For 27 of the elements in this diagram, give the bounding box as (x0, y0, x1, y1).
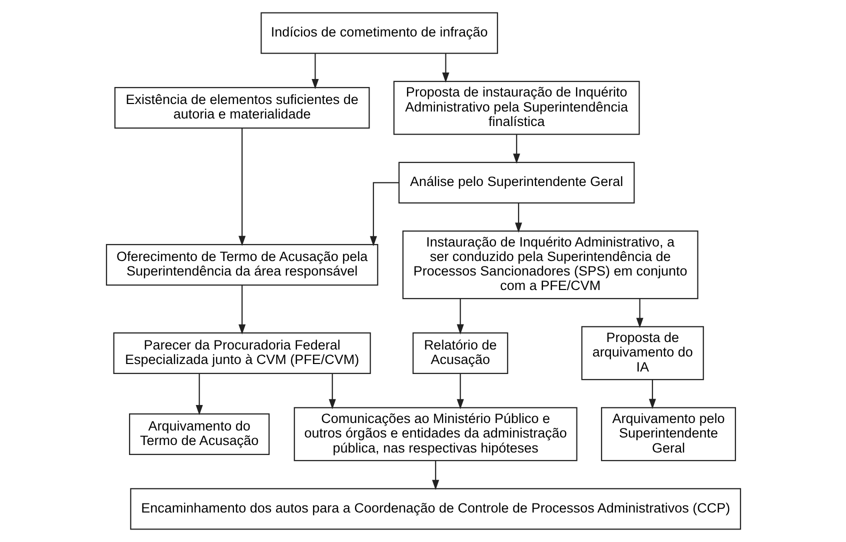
node-box: Encaminhamento dos autos para a Coordenação de Controle de Processos Administrativos (CCP) (130, 488, 741, 530)
arrow (636, 298, 643, 328)
node-box: Proposta de arquivamento do IA (580, 326, 704, 380)
arrow (442, 53, 449, 83)
node-box: Instauração de Inquérito Administrativo, a ser conduzido pela Superintendência de Processos Sancionadores (SPS) em conjunto com a PFE/CVM (402, 230, 698, 300)
node-box: Análise pelo Superintendente Geral (398, 162, 634, 204)
arrow (514, 202, 522, 233)
node-box: Proposta de instauração de Inquérito Administrativo pela Superintendência finalística (392, 80, 640, 135)
arrow (512, 134, 520, 164)
node-box: Oferecimento de Termo de Acusação pela Superintendência da área responsável (105, 244, 378, 286)
arrow (238, 128, 246, 246)
node-box: Comunicações ao Ministério Público e outros órgãos e entidades da administração pública, nas respectivas hipóteses (293, 407, 577, 462)
arrow (369, 182, 399, 246)
arrow (456, 298, 464, 334)
arrow (195, 374, 202, 416)
node-box: Arquivamento pelo Superintendente Geral (600, 407, 736, 462)
node-box: Indícios de cometimento de infração (260, 12, 498, 54)
node-box: Arquivamento do Termo de Acusação (128, 413, 270, 455)
arrow (238, 285, 246, 334)
node-box: Existência de elementos suficientes de autoria e materialidade (114, 87, 370, 129)
node-box: Parecer da Procuradoria Federal Especializada junto à CVM (PFE/CVM) (112, 332, 370, 374)
arrow (432, 460, 439, 490)
arrow (456, 374, 464, 410)
arrow (648, 380, 656, 409)
arrow (328, 374, 336, 410)
node-box: Relatório de Acusação (412, 332, 508, 374)
arrow (311, 53, 318, 90)
